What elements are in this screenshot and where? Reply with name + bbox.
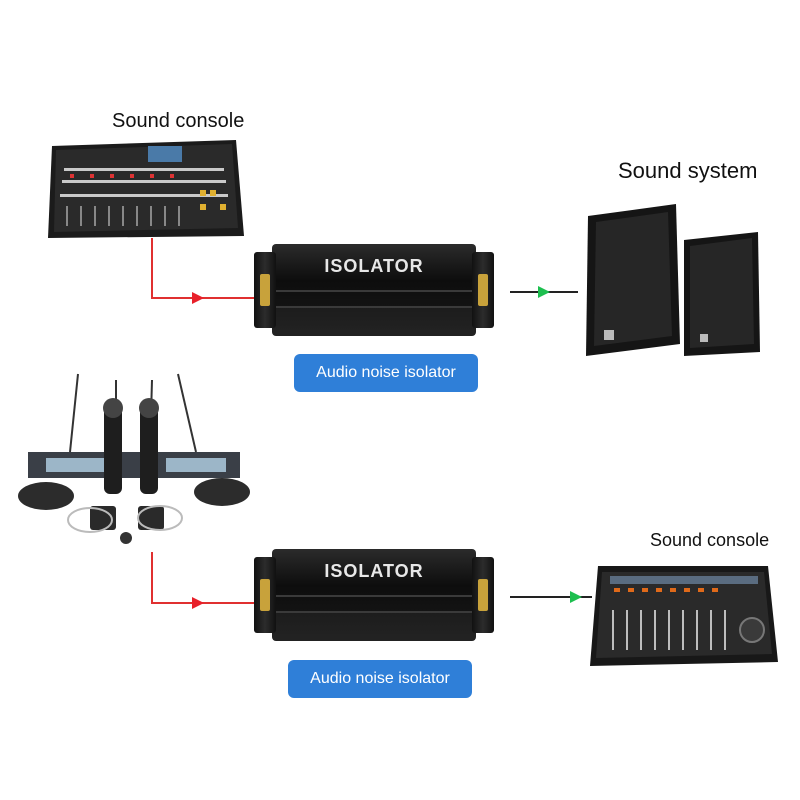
input-arrow-bottom	[192, 597, 204, 609]
output-jack	[478, 579, 488, 611]
output-arrow-top	[538, 286, 550, 298]
isolator-caption-top: Audio noise isolator	[294, 354, 478, 392]
speaker-icon	[586, 204, 760, 356]
output-arrow-bottom	[570, 591, 582, 603]
digital-console-icon	[590, 566, 778, 666]
isolator-caption-bottom: Audio noise isolator	[288, 660, 472, 698]
input-jack	[260, 274, 270, 306]
isolator-ridge	[272, 290, 476, 292]
isolator-ridge	[272, 611, 476, 613]
isolator-device-top: ISOLATOR	[254, 244, 494, 336]
dest-label-bottom: Sound console	[650, 530, 770, 550]
input-cable-bottom	[151, 552, 262, 604]
mixing-console-icon	[48, 140, 244, 238]
source-label-top: Sound console	[112, 110, 245, 132]
dest-label-top: Sound system	[618, 158, 758, 183]
output-jack	[478, 274, 488, 306]
isolator-brand: ISOLATOR	[324, 561, 424, 581]
isolator-ridge	[272, 595, 476, 597]
input-arrow-top	[192, 292, 204, 304]
isolator-ridge	[272, 306, 476, 308]
input-cable-top	[151, 238, 262, 299]
isolator-brand: ISOLATOR	[324, 256, 424, 276]
wireless-mic-system-icon	[18, 373, 250, 544]
input-jack	[260, 579, 270, 611]
isolator-device-bottom: ISOLATOR	[254, 549, 494, 641]
